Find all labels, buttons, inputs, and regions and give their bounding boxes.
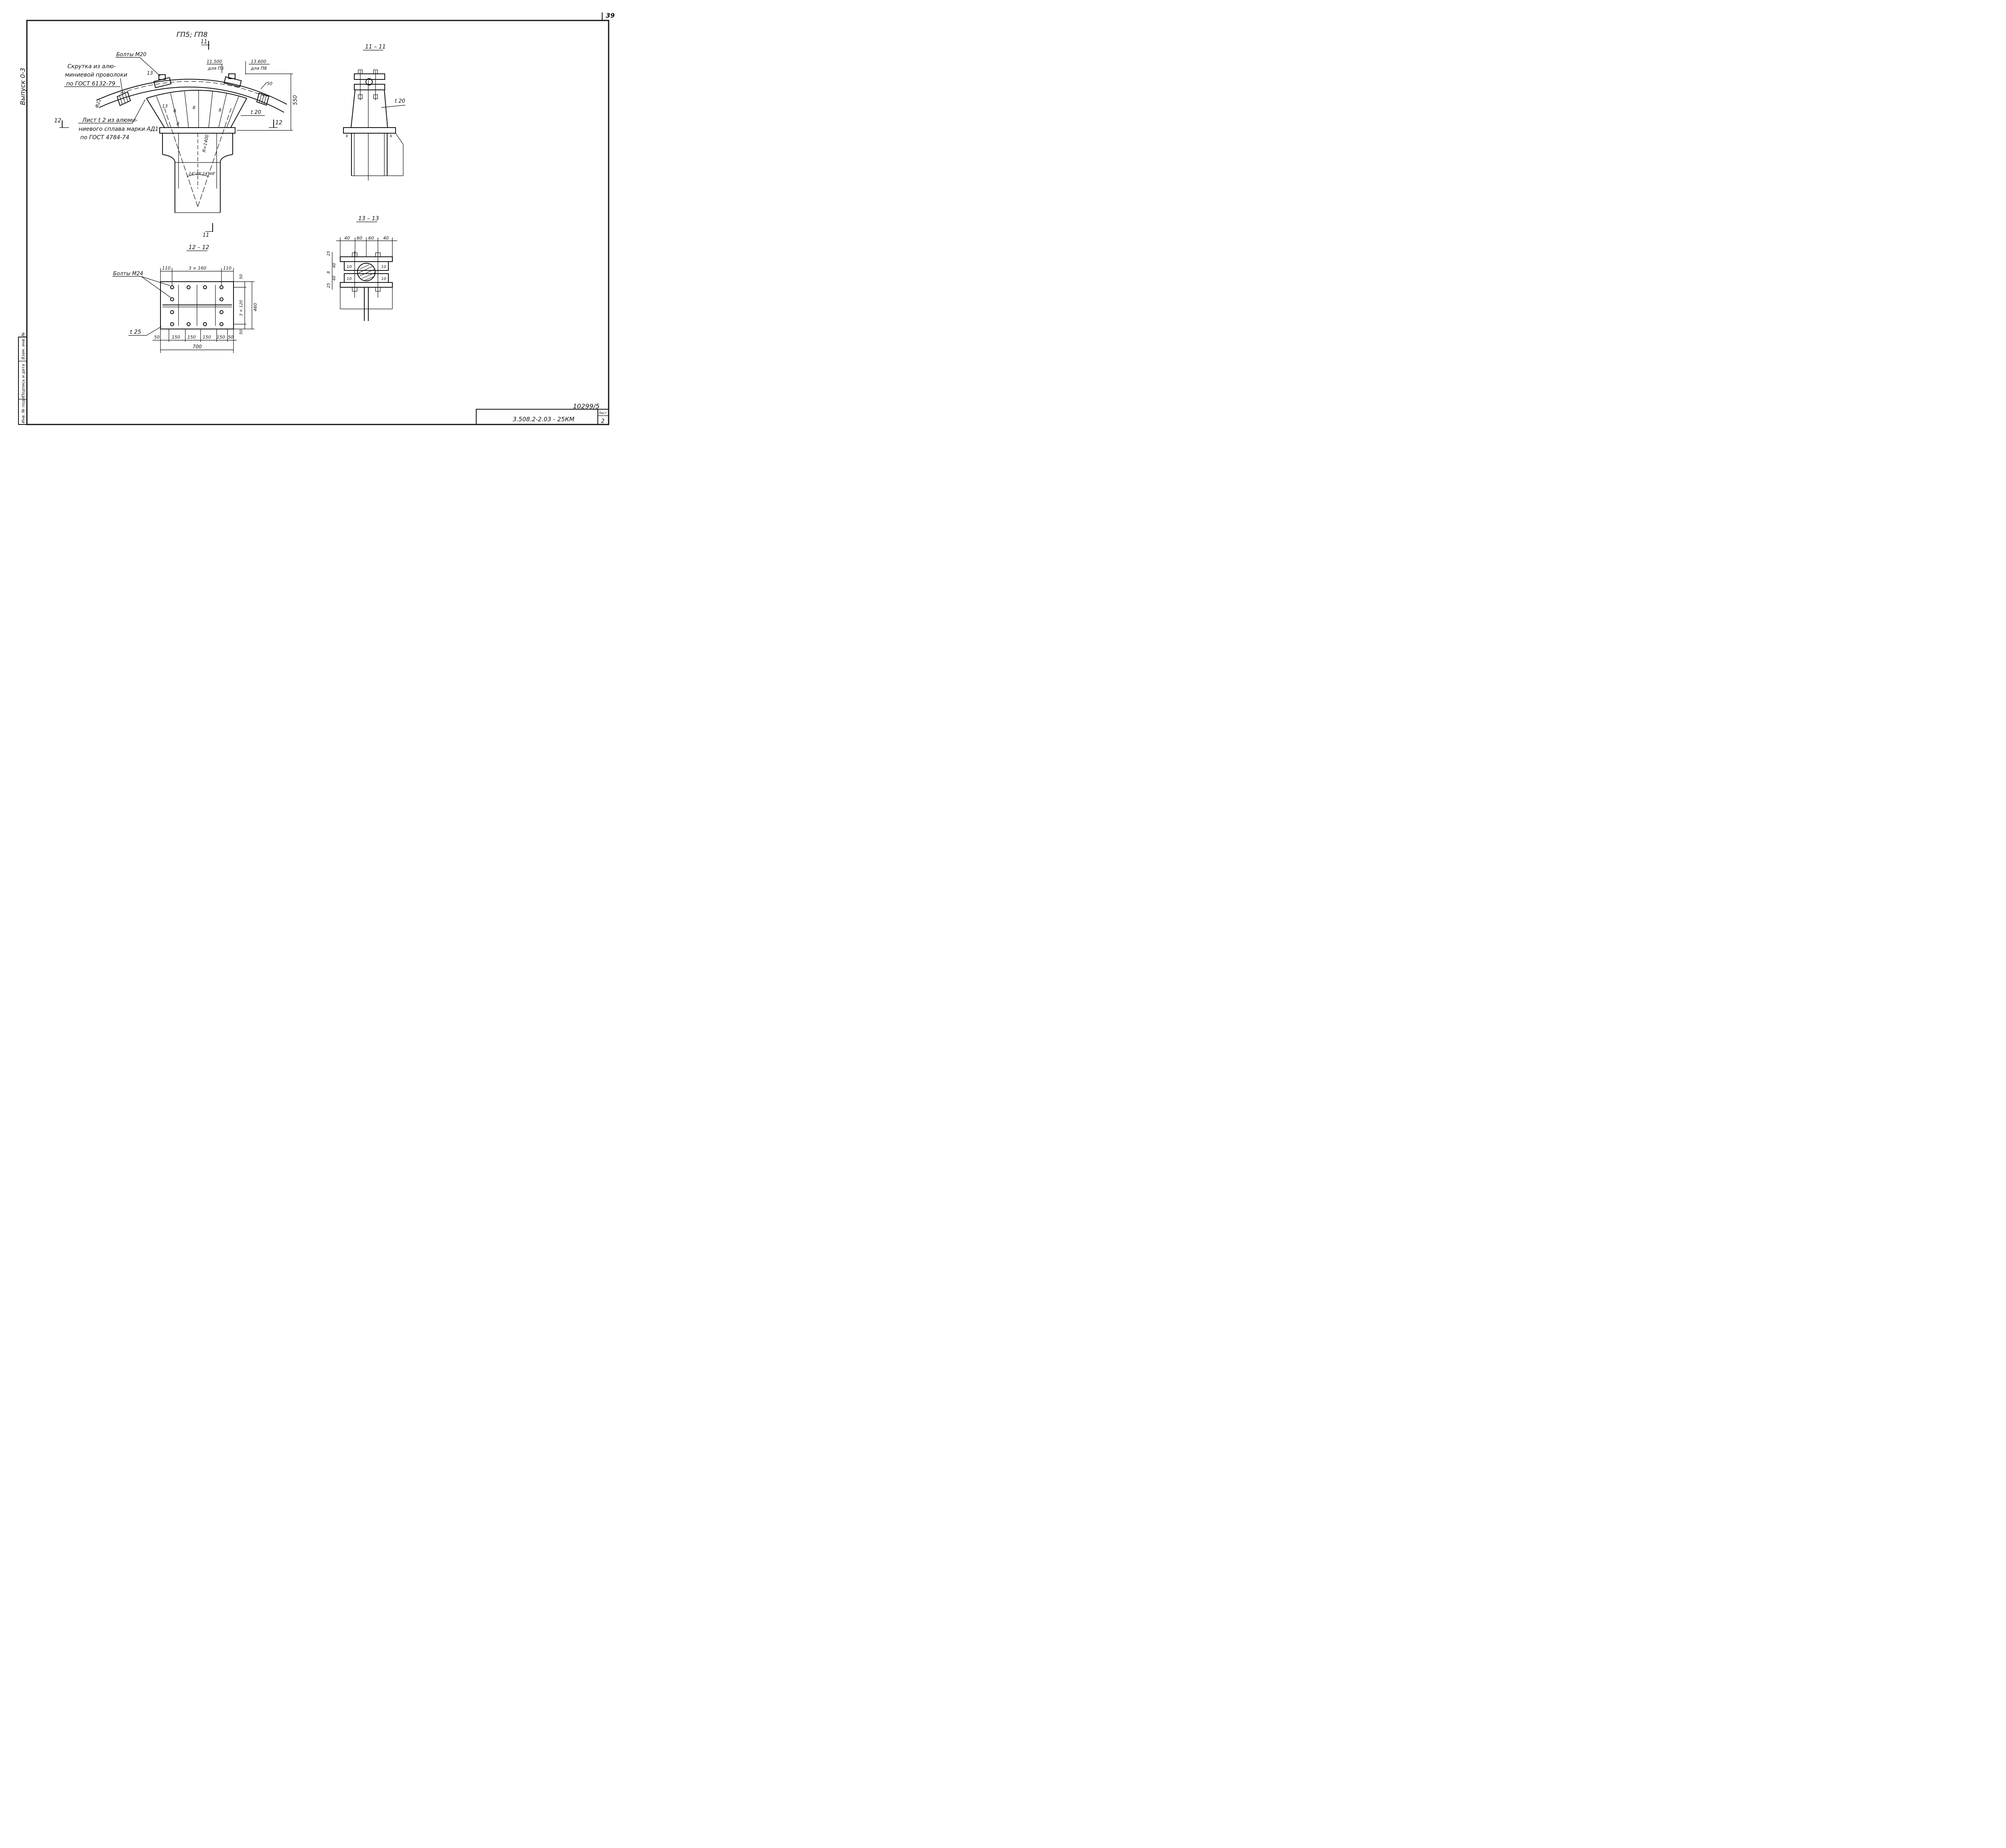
twist-note-1: Скрутка из алю- (67, 63, 116, 70)
section-11-title: 11 – 11 (365, 44, 386, 50)
s13-top-dim-2: 60 (357, 236, 362, 241)
section-12-view: 12 – 12 Болты М24 110 3 × 160 110 (112, 244, 258, 353)
sheet-label: Лист (598, 411, 607, 415)
main-view: ГП5; ГП8 11 11 (54, 31, 298, 238)
s13-label-4: 10 (381, 277, 386, 281)
s12-right-dim-3: 460 (253, 303, 258, 311)
s12-total: 700 (193, 344, 202, 349)
s12-top-dim-3: 110 (223, 266, 231, 271)
radius-label: R=1400 (201, 134, 210, 152)
angle-left-label: 24°48' (189, 172, 202, 176)
s12-bottom-dim-2: 150 (172, 335, 180, 340)
s12-right-dim-2: 3 × 120 (239, 300, 244, 316)
stamp-field-sign: Подпись и дата (21, 364, 26, 397)
section-13-view: 13 – 13 40 60 60 40 (327, 215, 397, 321)
s13-top-dim-3: 60 (368, 236, 374, 241)
rib-label: 8 (219, 108, 221, 113)
section-12-left: 12 (54, 118, 61, 124)
section-11-plate: t 20 (395, 98, 405, 104)
s12-top-dim-1: 110 (162, 266, 171, 271)
s13-top-dim-4: 40 (383, 236, 389, 241)
rib-label: 8 (177, 121, 179, 126)
s12-top-dim-2: 3 × 160 (189, 266, 206, 271)
s12-plate-t25: t 25 (130, 329, 141, 335)
section-11-view: 11 – 11 t 20 k k (343, 44, 406, 181)
weld-k-right: k (390, 134, 393, 138)
side-label: Выпуск 0-3 (19, 68, 26, 105)
s12-bottom-dim-4: 150 (203, 335, 211, 340)
twist-wrap-left (116, 91, 131, 106)
s12-right-dim-4: 50 (239, 329, 244, 335)
bolt-pattern (170, 285, 223, 326)
s13-label-1: 10 (347, 265, 352, 269)
s13-label-2: 10 (381, 265, 386, 269)
section-13-title: 13 – 13 (358, 215, 379, 222)
weld-k-left: k (346, 134, 349, 138)
s13-left-dim-2: 40 (332, 263, 337, 268)
sheet-number: 2 (601, 418, 605, 424)
twist-note-3: по ГОСТ 6132-79 (66, 81, 115, 87)
rib-label: 8 (173, 108, 176, 114)
title-block (476, 409, 609, 425)
s13-label-3: 10 (347, 277, 352, 281)
s12-bottom-dim-1: 50 (154, 335, 160, 340)
archive-number: 10299/5 (573, 402, 599, 410)
elev-p8-value: 13.600 (251, 59, 266, 64)
left-stamp (18, 337, 27, 425)
elev-p5-label: для П5 (207, 66, 224, 71)
round-bar-hatch (358, 264, 375, 280)
section-12-title: 12 – 12 (189, 244, 209, 251)
s13-left-dim-5: 25 (327, 283, 331, 288)
sheet-note-3: по ГОСТ 4784-74 (80, 134, 129, 141)
section-mark-bottom: 11 (203, 232, 209, 238)
twist-wrap-right (256, 92, 270, 106)
sheet-note-1: Лист t 2 из алюми- (82, 117, 138, 124)
drawing-frame (26, 12, 609, 425)
sheet-note-2: ниевого сплава марки АД1 (79, 126, 158, 132)
bolts-m20-label: Болты М20 (116, 52, 146, 58)
plate-t20: t 20 (251, 110, 261, 116)
s12-bottom-dim-6: 50 (228, 335, 233, 340)
elev-p5-value: 11.500 (207, 59, 222, 64)
s13-left-dim-4: 40 (332, 276, 337, 281)
dim-height: 550 (292, 95, 298, 105)
section-mark-top: 11 (201, 39, 207, 45)
stamp-field-inv: Инв. № подл. (21, 396, 26, 423)
rib-13-mark: 13 (147, 70, 153, 76)
phi-label: Ф22 (94, 98, 102, 109)
dim-50: 50 (267, 81, 272, 86)
drawing-code: 3.508.2-2.03 - 25КМ (513, 416, 575, 423)
rib-13-label: 13 (162, 104, 168, 109)
angle-right-label: 24°48' (202, 172, 215, 176)
elev-p8-label: для П8 (250, 66, 267, 71)
twist-note-2: миниевой проволоки (65, 72, 127, 78)
s13-left-dim-3: 8 (327, 271, 331, 274)
stamp-field-repl: Взам. инв. № (21, 332, 26, 359)
main-view-title: ГП5; ГП8 (177, 31, 207, 39)
s12-right-dim-1: 50 (239, 274, 244, 279)
section-12-right: 12 (275, 120, 282, 126)
rib-label: 8 (193, 105, 195, 110)
bolts-m24-label: Болты М24 (113, 271, 143, 277)
sheet-corner-number: 39 (606, 12, 615, 19)
clamp-right (223, 73, 242, 87)
clamp-left (153, 74, 172, 88)
s13-left-dim-1: 25 (327, 251, 331, 256)
s13-top-dim-1: 40 (344, 236, 350, 241)
s12-bottom-dim-5: 150 (217, 335, 225, 340)
s12-bottom-dim-3: 150 (187, 335, 196, 340)
